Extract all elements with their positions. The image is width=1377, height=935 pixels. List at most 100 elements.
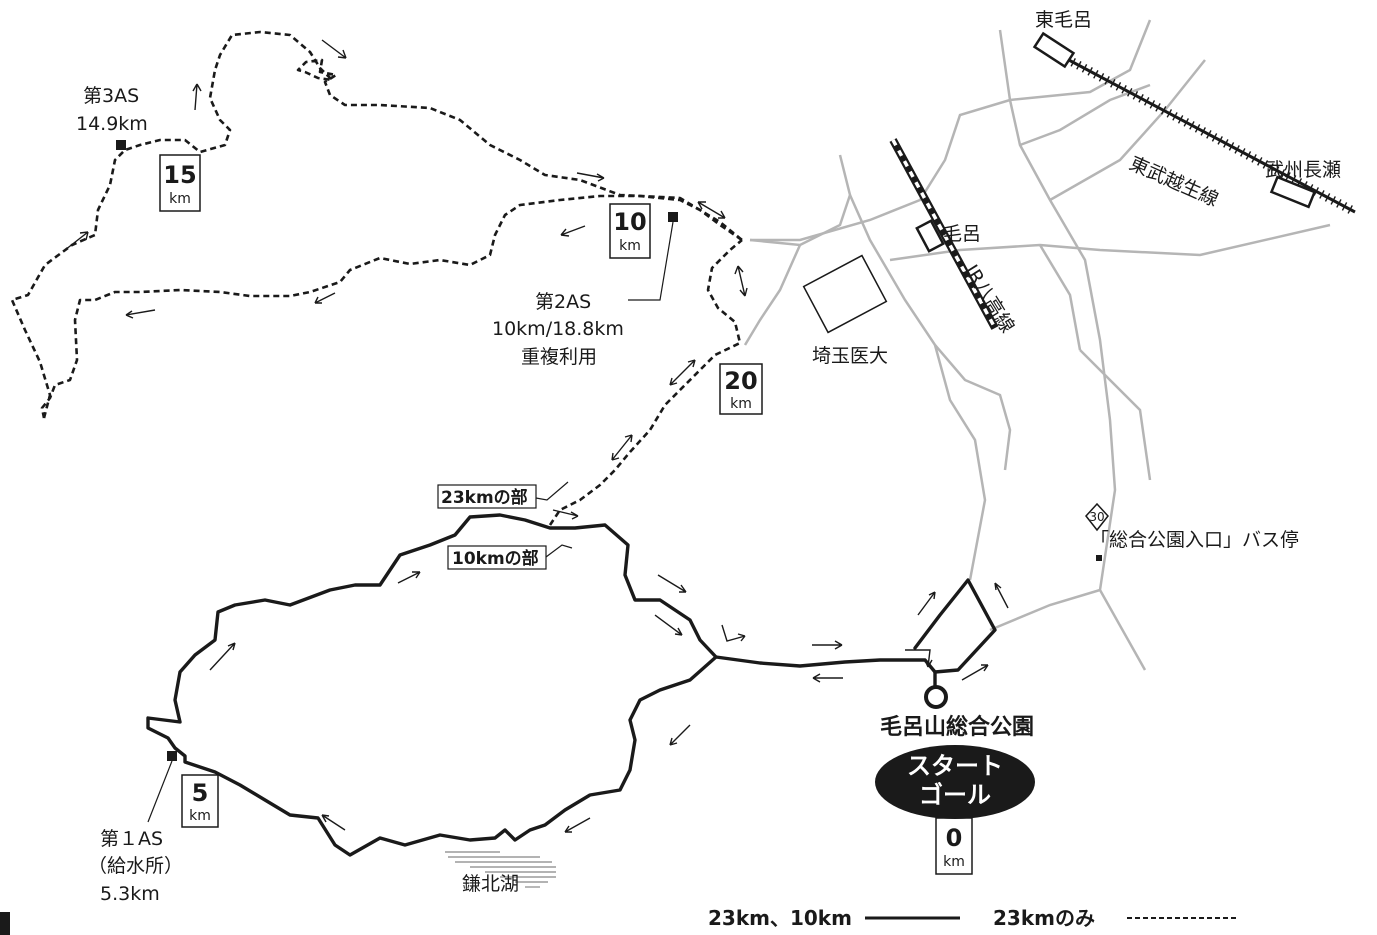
lake-label: 鎌北湖 (462, 873, 519, 895)
km-marker-5: 5 km (181, 774, 219, 828)
legend: 23km、10km 23kmのみ (708, 906, 1238, 930)
course-tag-10km-text: 10kmの部 (452, 548, 539, 569)
arrow-icon (721, 624, 746, 642)
arrow-icon (192, 83, 202, 111)
arrow-icon (697, 201, 726, 219)
lake-kamakita (445, 851, 556, 888)
km-marker-number: 5 (192, 779, 209, 807)
aid-station-3-marker (116, 140, 126, 150)
aid-station-2-leader (628, 221, 674, 301)
saitama-med-building (802, 254, 888, 334)
road (1009, 19, 1152, 102)
arrow-icon (552, 509, 579, 520)
aid-station-3-label: 14.9km (76, 113, 148, 135)
road (1079, 349, 1152, 481)
arrow-icon (917, 591, 936, 616)
rail-label-jr: JR八高線 (959, 260, 1018, 337)
road-network (743, 19, 1331, 671)
arrow-icon (669, 724, 691, 746)
arrow-icon (314, 292, 336, 304)
arrow-icon (321, 39, 347, 59)
course-solid-loop (146, 513, 718, 857)
course-dashed-west (10, 30, 743, 419)
road (1038, 244, 1082, 351)
rail-label-tobu: 東武越生線 (1126, 152, 1222, 211)
km-marker-unit: km (730, 396, 752, 412)
station-label-higashi-moro: 東毛呂 (1035, 9, 1092, 31)
station-bushu-nagase (1269, 175, 1317, 209)
aid-station-2-marker (668, 212, 678, 222)
goal-label: ゴール (919, 781, 991, 809)
course-dashed-connector (548, 239, 743, 526)
road (1049, 59, 1206, 202)
road (750, 98, 1011, 242)
arrow-icon (397, 571, 421, 584)
road (749, 154, 852, 247)
road (848, 194, 1012, 471)
corner-mark (0, 912, 10, 935)
arrow-icon (812, 640, 843, 650)
km-marker-number: 20 (724, 367, 757, 395)
start-label: スタート (907, 752, 1003, 780)
arrow-icon (560, 225, 586, 237)
course-solid-park-loop (913, 578, 997, 674)
km-marker-number: 15 (163, 161, 196, 189)
park-label: 毛呂山総合公園 (880, 714, 1034, 740)
arrow-icon (654, 614, 683, 636)
course-tag-23km: 23kmの部 (437, 481, 569, 509)
direction-arrows (64, 39, 1009, 833)
arrow-icon (657, 574, 687, 593)
aid-station-1-label: 第１AS (100, 828, 163, 850)
arrow-icon (64, 231, 89, 251)
station-label-moro: 毛呂 (943, 223, 981, 245)
arrow-icon (905, 649, 933, 668)
arrow-icon (611, 434, 633, 461)
km-marker-10: 10 km (609, 203, 651, 259)
arrow-icon (321, 814, 346, 831)
aid-station-1-label: 5.3km (100, 883, 160, 905)
start-goal-circle (924, 685, 948, 709)
course-solid-spur (714, 655, 937, 674)
km-marker-unit: km (619, 238, 641, 254)
arrow-icon (961, 664, 989, 681)
arrow-icon (812, 673, 843, 683)
aid-station-1-marker (167, 751, 177, 761)
bus-stop-icon (1096, 555, 1102, 561)
km-marker-unit: km (169, 191, 191, 207)
course-tag-10km: 10kmの部 (447, 544, 573, 570)
legend-solid-label: 23km、10km (708, 906, 852, 930)
jr-line (889, 138, 999, 330)
arrow-icon (994, 582, 1009, 609)
aid-station-2-label: 第2AS (535, 291, 591, 313)
km-marker-unit: km (189, 808, 211, 824)
arrow-icon (669, 359, 696, 386)
road (889, 223, 1331, 262)
route-number: 30 (1089, 510, 1104, 524)
route-30-badge: 30 (1085, 502, 1109, 532)
start-goal-badge (875, 745, 1035, 819)
aid-station-3-label: 第3AS (83, 85, 139, 107)
road (933, 344, 987, 581)
road (998, 29, 1147, 671)
km-marker-20: 20 km (719, 363, 763, 415)
km-marker-0: 0 km (935, 817, 973, 875)
km-marker-number: 10 (613, 208, 646, 236)
station-higashi-moro (1032, 31, 1076, 69)
aid-station-1-label: （給水所） (88, 855, 183, 877)
station-moro (915, 219, 945, 253)
km-marker-unit: km (943, 854, 965, 870)
arrow-icon (564, 817, 591, 833)
road (743, 244, 802, 346)
km-marker-number: 0 (946, 824, 963, 852)
arrow-icon (125, 309, 156, 319)
arrow-icon (209, 642, 236, 671)
course-tag-23km-text: 23kmの部 (441, 487, 528, 508)
road (989, 588, 1101, 632)
station-label-bushu-nagase: 武州長瀬 (1265, 159, 1341, 181)
saitama-med-label: 埼玉医大 (812, 345, 888, 367)
legend-dashed-label: 23kmのみ (993, 906, 1095, 930)
arrow-icon (576, 172, 605, 182)
bus-stop-label: 「総合公園入口」バス停 (1090, 529, 1299, 551)
aid-station-2-label: 重複利用 (521, 346, 597, 368)
